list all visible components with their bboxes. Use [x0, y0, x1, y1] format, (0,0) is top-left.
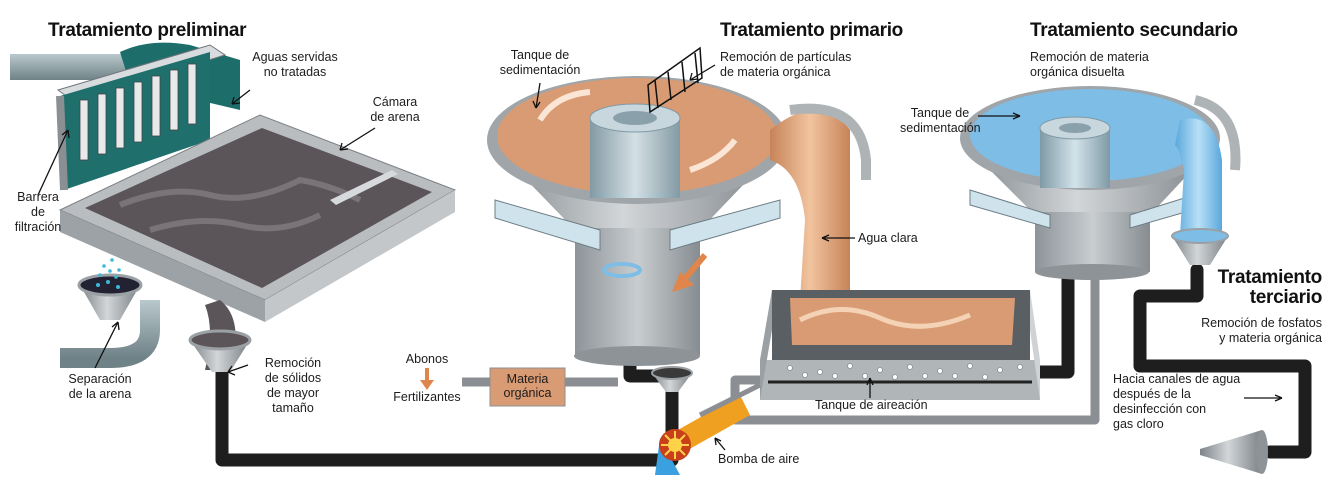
- heading-terciario-line2: terciario: [1249, 287, 1323, 308]
- label-hacia-canales: Hacia canales de agua después de la desi…: [1113, 372, 1240, 432]
- abonos-arrow: [420, 368, 434, 390]
- solids-funnel: [188, 329, 252, 372]
- label-aguas-line1: Aguas servidas: [252, 50, 338, 64]
- label-canales-line2: después de la: [1113, 387, 1191, 401]
- heading-secundario: Tratamiento secundario: [1030, 20, 1238, 41]
- label-barrera-line1: Barrera: [17, 190, 59, 204]
- label-remocion-disuelta-line2: orgánica disuelta: [1030, 65, 1125, 79]
- label-remocion-disuelta-line1: Remoción de materia: [1030, 50, 1149, 64]
- label-abonos: Abonos: [405, 352, 449, 366]
- aeration-tank: [760, 290, 1040, 400]
- secondary-tank: [960, 86, 1241, 280]
- label-canales-line1: Hacia canales de agua: [1113, 372, 1241, 386]
- label-tanque-sedimentacion-2: Tanque de sedimentación: [900, 106, 981, 136]
- label-fertilizantes: Fertilizantes: [393, 390, 461, 404]
- label-tanque-aireacion: Tanque de aireación: [815, 398, 928, 412]
- outlet-funnel: [1200, 430, 1268, 474]
- label-aguas-line2: no tratadas: [263, 65, 327, 79]
- heading-primario: Tratamiento primario: [720, 20, 903, 41]
- label-fosfatos-line1: Remoción de fosfatos: [1201, 316, 1322, 330]
- label-camara-arena: Cámara de arena: [360, 95, 430, 125]
- leader-lines: [37, 64, 1283, 451]
- label-separacion-arena: Separación de la arena: [55, 372, 145, 402]
- label-aguas-servidas: Aguas servidas no tratadas: [245, 50, 345, 80]
- label-tanque-sed2-line1: Tanque de: [910, 106, 970, 120]
- label-agua-clara: Agua clara: [858, 231, 918, 245]
- label-remocion-fosfatos: Remoción de fosfatos y materia orgánica: [1192, 316, 1322, 346]
- label-remocion-solidos: Remoción de sólidos de mayor tamaño: [253, 356, 333, 416]
- heading-terciario: Tratamiento terciario: [1210, 267, 1323, 308]
- primary-tank: [487, 46, 871, 392]
- label-tanque-sed1-line1: Tanque de: [510, 48, 570, 62]
- label-barrera-line2: de: [31, 205, 45, 219]
- label-separacion-line1: Separación: [68, 372, 132, 386]
- label-remocion-disuelta: Remoción de materia orgánica disuelta: [1030, 50, 1149, 80]
- label-fosfatos-line2: y materia orgánica: [1219, 331, 1322, 345]
- filtration-screen: [56, 44, 227, 191]
- label-materia-organica: Materia orgánica: [490, 372, 565, 400]
- label-materia-line1: Materia: [506, 372, 549, 386]
- label-barrera-filtracion: Barrera de filtración: [2, 190, 74, 235]
- label-remocion-particulas-line1: Remoción de partículas: [720, 50, 852, 64]
- label-camara-line2: de arena: [370, 110, 420, 124]
- label-remocion-particulas-line2: de materia orgánica: [720, 65, 831, 79]
- label-canales-line4: gas cloro: [1113, 417, 1164, 431]
- heading-preliminar: Tratamiento preliminar: [48, 20, 247, 41]
- label-canales-line3: desinfección con: [1113, 402, 1207, 416]
- label-separacion-line2: de la arena: [68, 387, 132, 401]
- label-camara-line1: Cámara: [372, 95, 418, 109]
- label-remocion-solidos-line1: Remoción: [264, 356, 322, 370]
- organic-matter-box: [489, 367, 566, 407]
- label-remocion-solidos-line2: de sólidos: [264, 371, 322, 385]
- heading-terciario-line1: Tratamiento: [1217, 267, 1323, 288]
- label-tanque-sedimentacion-1: Tanque de sedimentación: [495, 48, 585, 78]
- label-bomba-aire: Bomba de aire: [718, 452, 800, 466]
- sand-separator: [60, 258, 160, 368]
- air-pump: [655, 382, 762, 475]
- label-barrera-line3: filtración: [14, 220, 62, 234]
- label-remocion-particulas: Remoción de partículas de materia orgáni…: [720, 50, 851, 80]
- label-tanque-sed2-line2: sedimentación: [900, 121, 981, 135]
- label-remocion-solidos-line3: de mayor: [266, 386, 320, 400]
- label-remocion-solidos-line4: tamaño: [272, 401, 314, 415]
- label-tanque-sed1-line2: sedimentación: [499, 63, 581, 77]
- grit-chamber: [58, 114, 457, 370]
- label-materia-line2: orgánica: [503, 386, 552, 400]
